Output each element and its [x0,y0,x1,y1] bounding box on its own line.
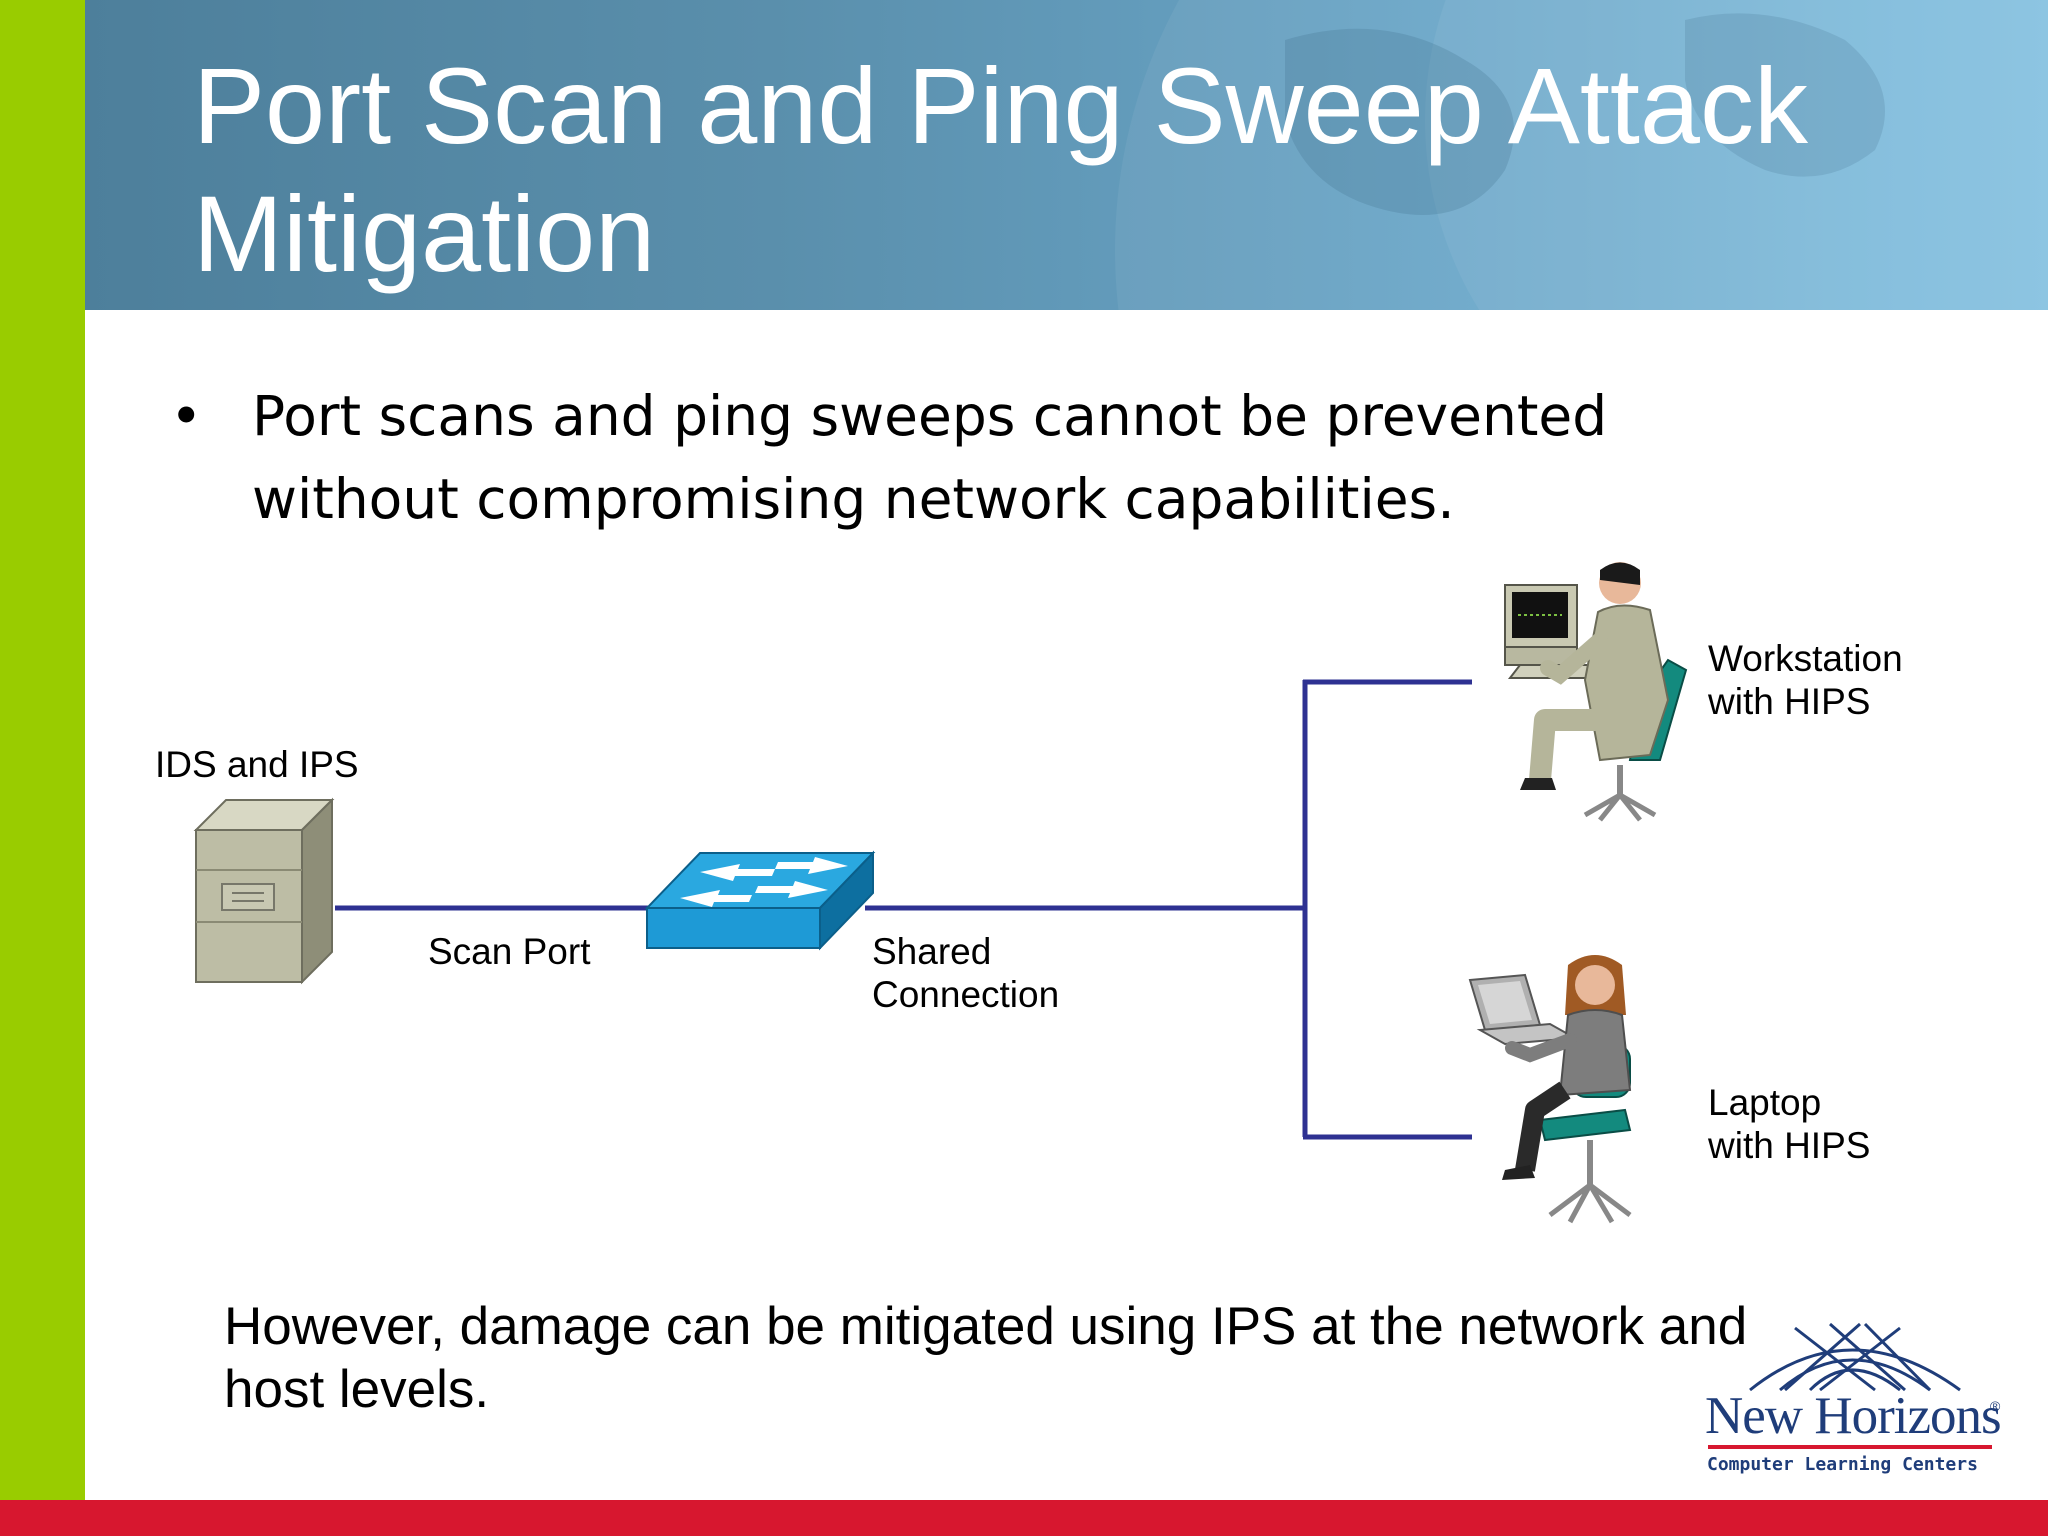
slide-title: Port Scan and Ping Sweep Attack Mitigati… [193,42,1993,298]
workstation-label-line-1: Workstation [1708,638,1903,679]
workstation-label-line-2: with HIPS [1708,681,1871,722]
workstation-user-icon [1504,562,1688,822]
laptop-user-icon [1468,955,1632,1224]
globe-background-art [1115,0,2048,310]
laptop-label-line-1: Laptop [1708,1082,1822,1123]
laptop-label: Laptop with HIPS [1708,1081,1870,1167]
left-accent-bar [0,0,85,1536]
workstation-label: Workstation with HIPS [1708,637,1903,723]
new-horizons-logo: New Horizons ® Computer Learning Centers [1700,1320,2002,1480]
footer-note: However, damage can be mitigated using I… [224,1295,1924,1421]
bullet-item: • Port scans and ping sweeps cannot be p… [170,375,1752,541]
bottom-accent-bar [0,1500,2048,1536]
title-banner: Port Scan and Ping Sweep Attack Mitigati… [85,0,2048,310]
bullet-text: Port scans and ping sweeps cannot be pre… [252,384,1608,531]
logo-wordmark: New Horizons [1705,1387,2002,1445]
slide-title-line-2: Mitigation [193,173,656,294]
footer-note-line-2: host levels. [224,1360,490,1419]
bullet-dot: • [170,384,203,448]
shared-connection-label-line-1: Shared [872,931,992,972]
slide-title-line-1: Port Scan and Ping Sweep Attack [193,45,1808,166]
registered-mark: ® [1990,1398,2001,1414]
bullet-list: • Port scans and ping sweeps cannot be p… [170,375,1752,541]
logo-subtitle: Computer Learning Centers [1707,1454,1978,1475]
shared-connection-label: Shared Connection [872,930,1059,1016]
network-links [335,679,1472,1140]
footer-note-line-1: However, damage can be mitigated using I… [224,1297,1748,1356]
scan-port-label: Scan Port [428,931,591,972]
laptop-label-line-2: with HIPS [1708,1125,1871,1166]
switch-icon [644,850,876,951]
server-cabinet-icon [193,797,335,985]
ids-ips-label: IDS and IPS [155,744,359,785]
globe-arcs-icon [1749,1322,1961,1392]
logo-underline [1708,1445,1992,1449]
shared-connection-label-line-2: Connection [872,974,1060,1015]
